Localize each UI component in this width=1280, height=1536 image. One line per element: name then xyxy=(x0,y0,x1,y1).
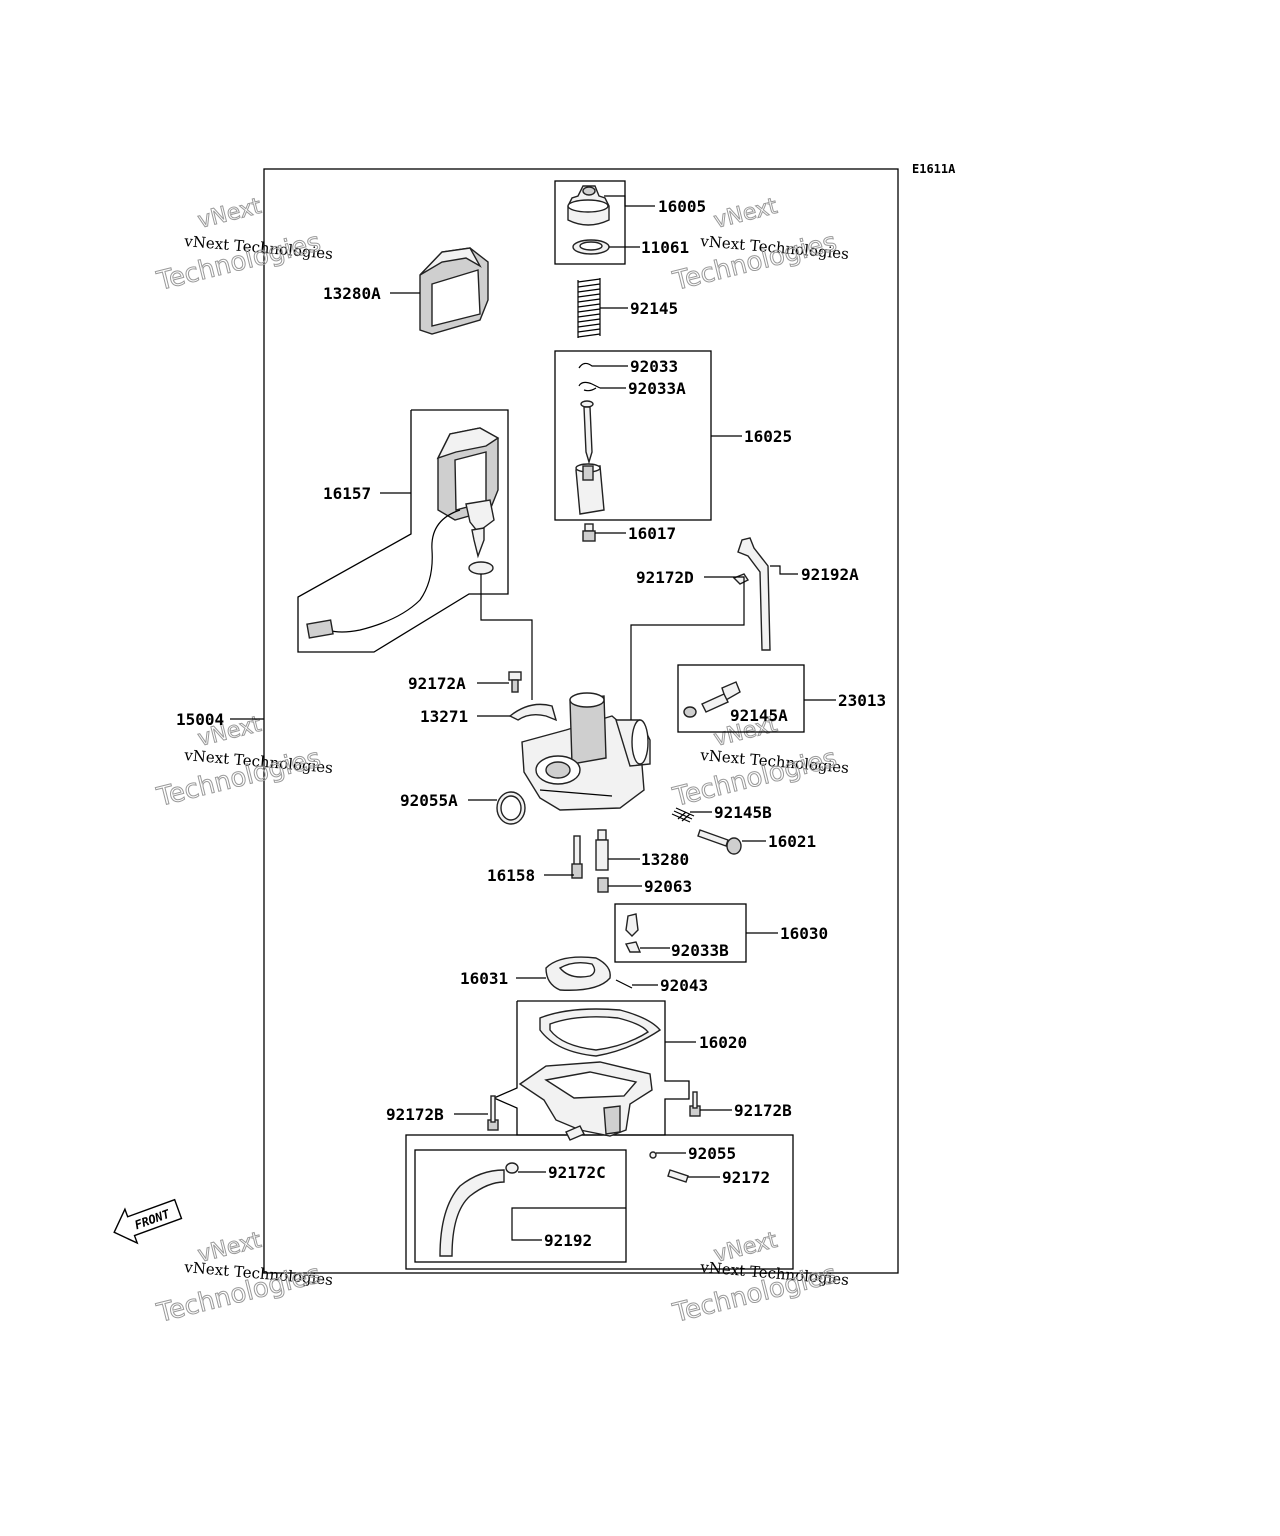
label-13280[interactable]: 13280 xyxy=(641,850,689,869)
group-box-92192 xyxy=(414,1149,627,1263)
front-arrow: FRONT xyxy=(113,1198,183,1245)
part-16021-screw[interactable] xyxy=(697,829,742,855)
part-92172D-clip[interactable] xyxy=(732,573,750,585)
part-92055-o-ring[interactable] xyxy=(649,1151,657,1159)
label-23013[interactable]: 23013 xyxy=(838,691,886,710)
part-16157-autochoke[interactable] xyxy=(306,427,500,639)
label-92043[interactable]: 92043 xyxy=(660,976,708,995)
watermark-top-left: vNext vNext Technologies Technologies xyxy=(153,193,334,297)
label-92172C[interactable]: 92172C xyxy=(548,1163,606,1182)
label-16158[interactable]: 16158 xyxy=(487,866,535,885)
leader-lines xyxy=(230,195,836,1241)
label-16031[interactable]: 16031 xyxy=(460,969,508,988)
part-92145B-spring[interactable] xyxy=(671,807,695,823)
diagram-code: E1611A xyxy=(912,162,956,176)
label-92033[interactable]: 92033 xyxy=(630,357,678,376)
group-box-hoses xyxy=(405,1134,794,1270)
label-16030[interactable]: 16030 xyxy=(780,924,828,943)
part-92172C-clip[interactable] xyxy=(505,1162,519,1174)
part-16020-gasket[interactable] xyxy=(539,1008,662,1057)
part-drain-nipple[interactable] xyxy=(565,1125,585,1141)
part-92172B-screw-right[interactable] xyxy=(689,1091,701,1117)
label-16005[interactable]: 16005 xyxy=(658,197,706,216)
watermark-bottom-left: vNext vNext Technologies Technologies xyxy=(153,1227,334,1329)
group-box-top-cap xyxy=(554,180,626,265)
part-92033-clip[interactable] xyxy=(578,362,600,369)
part-16031-float[interactable] xyxy=(545,956,611,991)
label-16017[interactable]: 16017 xyxy=(628,524,676,543)
part-92043-pin[interactable] xyxy=(615,979,633,989)
label-16021[interactable]: 16021 xyxy=(768,832,816,851)
label-92145[interactable]: 92145 xyxy=(630,299,678,318)
part-16030-float-valve[interactable] xyxy=(624,913,642,953)
part-92172B-screw-left[interactable] xyxy=(487,1095,499,1131)
label-92172B-right[interactable]: 92172B xyxy=(734,1101,792,1120)
label-16025[interactable]: 16025 xyxy=(744,427,792,446)
watermark-text: vNext xyxy=(195,194,264,234)
watermark-mid-right: vNext vNext Technologies Technologies xyxy=(669,711,850,813)
label-92055A[interactable]: 92055A xyxy=(400,791,458,810)
label-92172B-left[interactable]: 92172B xyxy=(386,1105,444,1124)
label-92192[interactable]: 92192 xyxy=(544,1231,592,1250)
part-92192A-tube[interactable] xyxy=(737,537,771,651)
label-92033A[interactable]: 92033A xyxy=(628,379,686,398)
part-13271-bracket[interactable] xyxy=(508,703,558,722)
part-11061-ring[interactable] xyxy=(572,239,610,255)
label-92063[interactable]: 92063 xyxy=(644,877,692,896)
label-92033B[interactable]: 92033B xyxy=(671,941,729,960)
part-92033A-clip[interactable] xyxy=(578,381,601,392)
part-throttle-valve[interactable] xyxy=(575,463,605,515)
label-92172D[interactable]: 92172D xyxy=(636,568,694,587)
watermark-bottom-right: vNext vNext Technologies Technologies xyxy=(669,1227,850,1329)
part-float-bowl[interactable] xyxy=(518,1061,653,1137)
part-23013-pilot-screw[interactable] xyxy=(683,681,741,718)
label-92145A[interactable]: 92145A xyxy=(730,706,788,725)
part-92145-spring[interactable] xyxy=(577,278,601,338)
part-16017-jet[interactable] xyxy=(582,523,596,542)
part-92063[interactable] xyxy=(597,877,609,893)
group-box-16157 xyxy=(297,409,509,653)
part-92172A-screw[interactable] xyxy=(508,671,522,693)
label-92055[interactable]: 92055 xyxy=(688,1144,736,1163)
part-92172-drain-screw[interactable] xyxy=(667,1169,689,1183)
label-13271[interactable]: 13271 xyxy=(420,707,468,726)
watermark-text: vNext xyxy=(711,194,780,234)
part-15004-carburetor-body[interactable] xyxy=(521,692,651,811)
assembly-frame xyxy=(263,168,899,1274)
part-16005-cap[interactable] xyxy=(567,185,610,226)
label-11061[interactable]: 11061 xyxy=(641,238,689,257)
part-13280A-cover[interactable] xyxy=(419,247,489,335)
part-13280-needle-jet[interactable] xyxy=(595,829,609,871)
label-92172[interactable]: 92172 xyxy=(722,1168,770,1187)
label-16020[interactable]: 16020 xyxy=(699,1033,747,1052)
part-labels: 16005 11061 13280A 92145 92033 92033A 16… xyxy=(176,197,886,1250)
label-92145B[interactable]: 92145B xyxy=(714,803,772,822)
group-box-23013 xyxy=(677,664,805,733)
label-13280A[interactable]: 13280A xyxy=(323,284,381,303)
group-box-16020 xyxy=(492,1000,690,1136)
label-16157[interactable]: 16157 xyxy=(323,484,371,503)
part-jet-needle[interactable] xyxy=(580,400,594,465)
part-92192-hose[interactable] xyxy=(439,1169,505,1257)
label-15004[interactable]: 15004 xyxy=(176,710,224,729)
part-16158-jet[interactable] xyxy=(571,835,583,879)
label-92192A[interactable]: 92192A xyxy=(801,565,859,584)
label-92172A[interactable]: 92172A xyxy=(408,674,466,693)
